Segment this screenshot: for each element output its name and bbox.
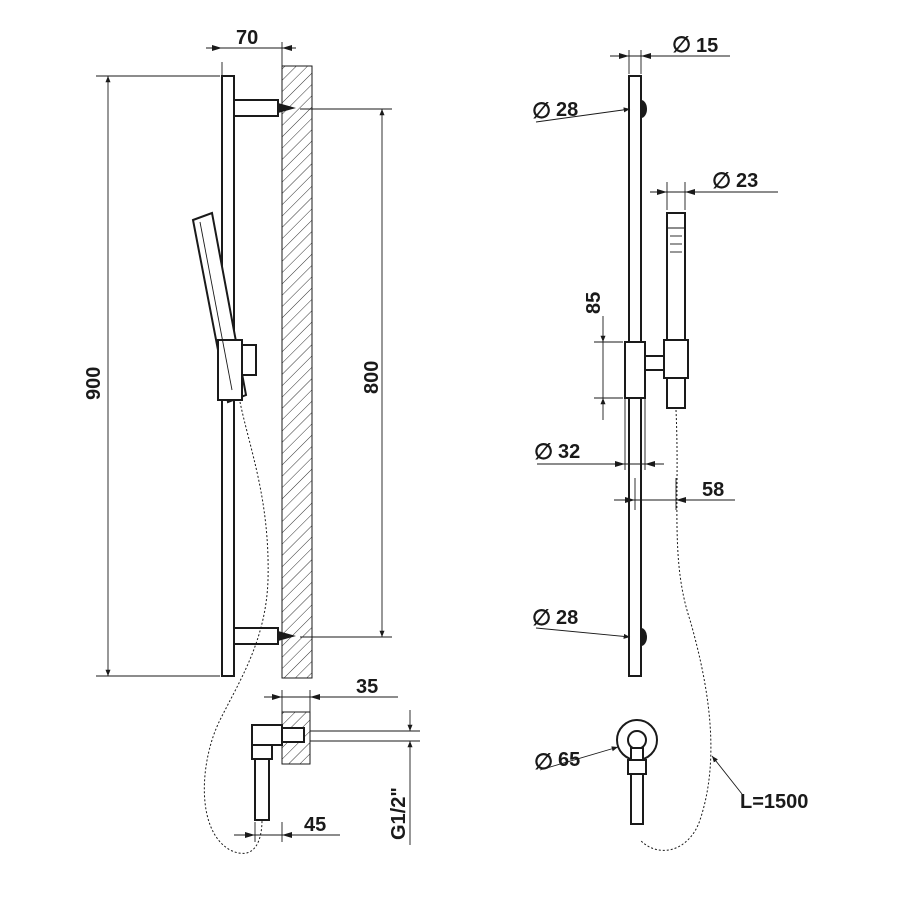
dim-label-thread: G1/2" — [388, 787, 410, 840]
diameter-symbol: ∅ — [534, 439, 553, 464]
dim-label-slider-32: 32 — [558, 441, 580, 463]
diameter-symbol: ∅ — [534, 749, 553, 774]
dim-label-900: 900 — [83, 367, 105, 400]
handshower-side — [191, 211, 257, 404]
diameter-symbol: ∅ — [532, 605, 551, 630]
front-view: ∅ 15 ∅ 28 ∅ 23 85 ∅ 32 58 — [532, 32, 808, 851]
bottom-bracket-front — [641, 628, 647, 646]
dim-label-45: 45 — [304, 814, 326, 836]
dim-label-800: 800 — [361, 361, 383, 394]
dim-label-outlet-65: 65 — [558, 749, 580, 771]
side-view: 70 900 800 35 45 G1/2" — [83, 27, 420, 854]
wall-outlet-front — [616, 719, 658, 825]
bottom-bracket-side — [233, 627, 279, 645]
wall-outlet-side — [251, 724, 305, 821]
hose-front — [639, 409, 712, 851]
dim-label-85: 85 — [583, 292, 605, 314]
wall-hatch — [281, 65, 313, 679]
dim-label-35: 35 — [356, 676, 378, 698]
diameter-symbol: ∅ — [532, 98, 551, 123]
diameter-symbol: ∅ — [672, 32, 691, 57]
dim-label-bar-15: 15 — [696, 35, 718, 57]
hose-length-label: L=1500 — [740, 791, 808, 813]
dim-label-top-28: 28 — [556, 99, 578, 121]
diameter-symbol: ∅ — [712, 168, 731, 193]
dim-label-70: 70 — [236, 27, 258, 49]
dim-label-hand-23: 23 — [736, 170, 758, 192]
dim-label-58: 58 — [702, 479, 724, 501]
top-bracket-front — [641, 100, 647, 118]
top-bracket-side — [233, 99, 279, 117]
slider-front — [624, 341, 646, 399]
handshower-front — [663, 212, 689, 409]
dim-label-bottom-28: 28 — [556, 607, 578, 629]
